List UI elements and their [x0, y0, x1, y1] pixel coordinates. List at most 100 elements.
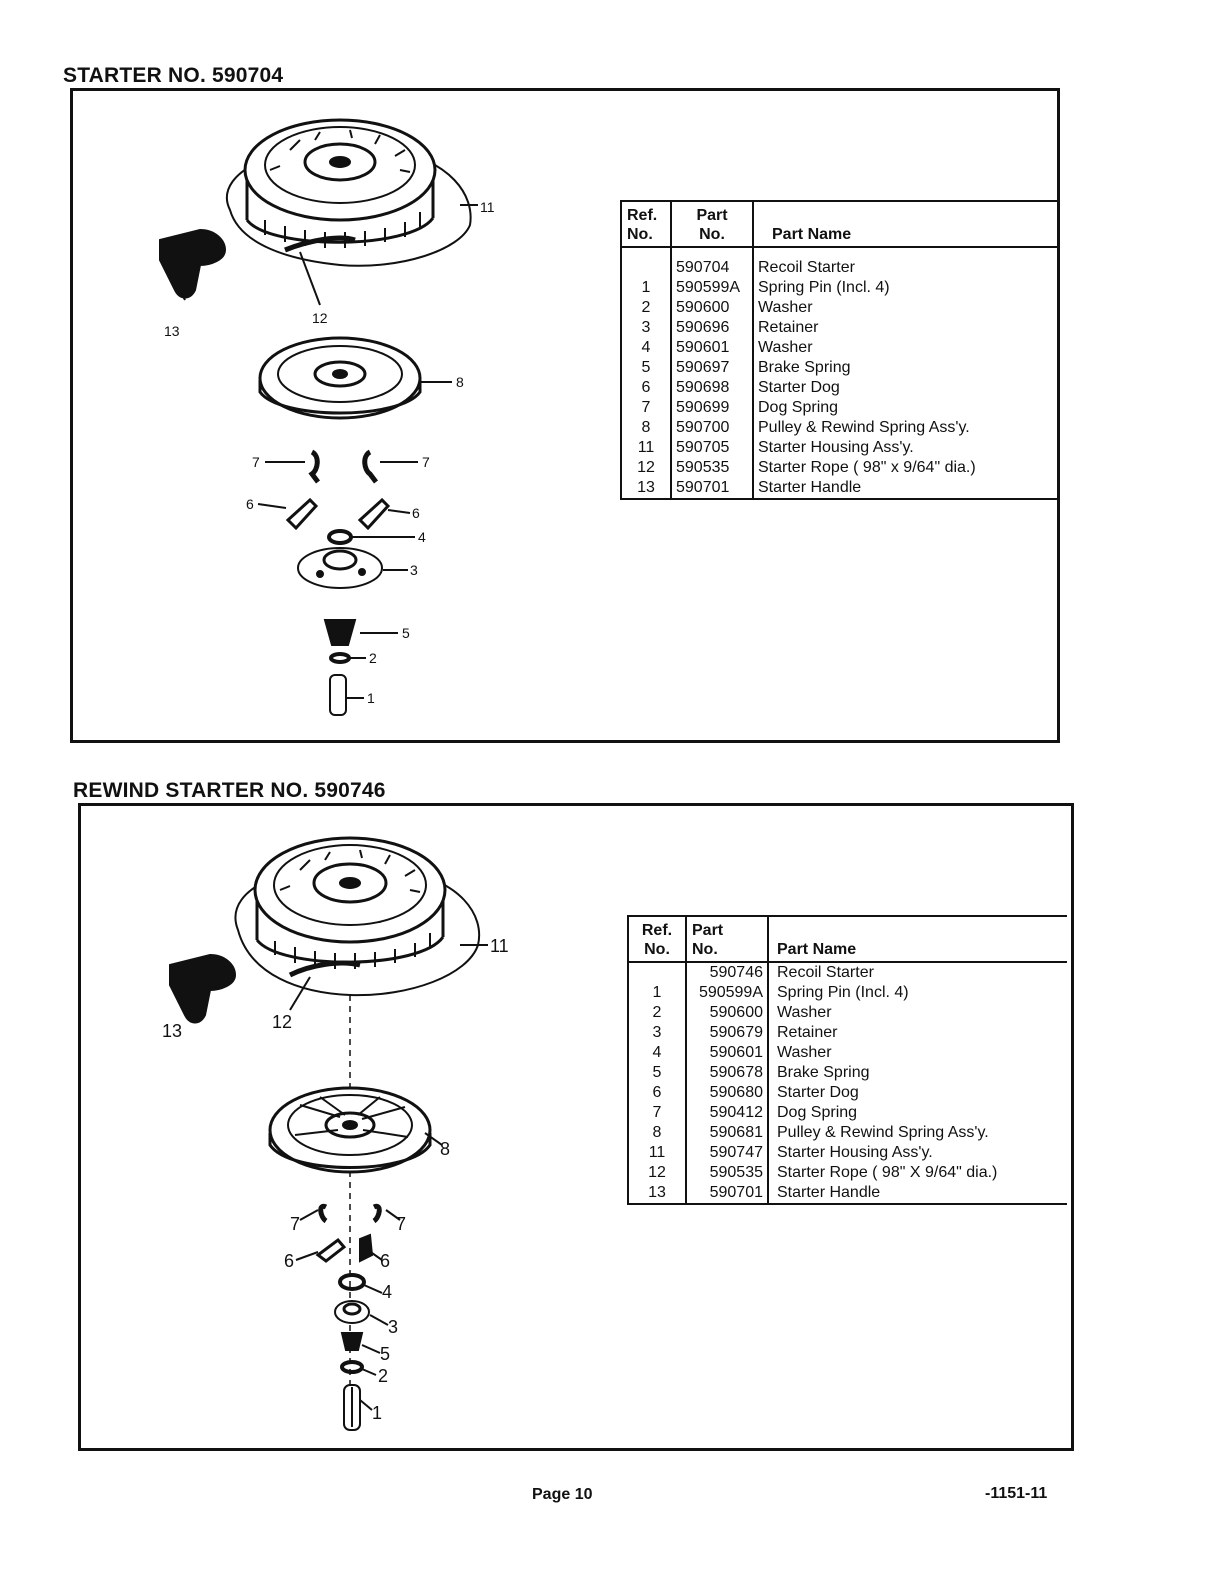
cell-part-name: Starter Housing Ass'y. — [767, 1143, 1067, 1163]
callout-12: 12 — [312, 310, 328, 326]
cell-ref: 13 — [627, 1183, 686, 1205]
starter-dog-right — [359, 1233, 374, 1263]
cell-part-name: Starter Handle — [767, 1183, 1067, 1205]
header-ref-no: Ref. No. — [627, 915, 686, 963]
cell-part-name: Washer — [752, 338, 1060, 358]
header-part-no: Part No. — [685, 915, 768, 963]
header-ref-no: Ref. No. — [620, 200, 671, 248]
cell-part-no: 590678 — [685, 1063, 768, 1083]
cell-part-no: 590412 — [685, 1103, 768, 1123]
cell-part-name: Pulley & Rewind Spring Ass'y. — [767, 1123, 1067, 1143]
cell-part-no: 590600 — [670, 298, 753, 318]
cell-ref: 4 — [620, 338, 671, 358]
cell-ref — [620, 247, 671, 278]
diagram-frame-2 — [78, 803, 1074, 1451]
callout-13: 13 — [162, 1021, 182, 1041]
brake-spring — [340, 1332, 364, 1351]
callout-7-left: 7 — [290, 1214, 300, 1234]
callout-6-left: 6 — [246, 496, 254, 512]
cell-ref: 2 — [627, 1003, 686, 1023]
header-part-name: Part Name — [752, 200, 1060, 248]
cell-part-name: Retainer — [752, 318, 1060, 338]
callout-1: 1 — [372, 1403, 382, 1423]
cell-part-name: Washer — [767, 1003, 1067, 1023]
callout-11: 11 — [480, 199, 495, 215]
cell-part-no: 590679 — [685, 1023, 768, 1043]
callout-2: 2 — [378, 1366, 388, 1386]
washer-4 — [338, 1273, 366, 1291]
cell-part-no: 590601 — [685, 1043, 768, 1063]
callout-13: 13 — [164, 323, 180, 339]
callout-2: 2 — [369, 650, 377, 666]
cell-part-no: 590600 — [685, 1003, 768, 1023]
callout-7-left: 7 — [252, 454, 260, 470]
cell-part-name: Dog Spring — [752, 398, 1060, 418]
cell-part-no: 590698 — [670, 378, 753, 398]
callout-6-left: 6 — [284, 1251, 294, 1271]
header-part-name: Part Name — [767, 915, 1067, 963]
cell-ref: 5 — [620, 358, 671, 378]
header-part-no: Part No. — [670, 200, 753, 248]
cell-part-name: Starter Handle — [752, 478, 1060, 500]
cell-part-name: Spring Pin (Incl. 4) — [752, 278, 1060, 298]
cell-ref: 4 — [627, 1043, 686, 1063]
callout-6-right: 6 — [412, 505, 420, 521]
cell-part-no: 590601 — [670, 338, 753, 358]
callout-7-right: 7 — [396, 1214, 406, 1234]
cell-ref: 5 — [627, 1063, 686, 1083]
starter-rope — [284, 235, 356, 253]
cell-ref: 3 — [627, 1023, 686, 1043]
cell-part-no: 590704 — [670, 247, 753, 278]
section-title-starter-590704: STARTER NO. 590704 — [63, 64, 284, 87]
cell-part-name: Starter Rope ( 98" x 9/64" dia.) — [752, 458, 1060, 478]
cell-ref: 12 — [627, 1163, 686, 1183]
dog-spring-left — [308, 449, 320, 484]
cell-ref: 7 — [627, 1103, 686, 1123]
callout-4: 4 — [418, 529, 426, 545]
cell-ref: 12 — [620, 458, 671, 478]
cell-part-name: Starter Dog — [752, 378, 1060, 398]
exploded-diagram-starter-590704: 11 13 12 8 7 7 6 6 4 3 5 2 1 — [159, 118, 495, 716]
cell-part-name: Dog Spring — [767, 1103, 1067, 1123]
cell-part-no: 590599A — [685, 983, 768, 1003]
cell-part-no: 590680 — [685, 1083, 768, 1103]
washer-4 — [327, 529, 353, 545]
cell-ref: 1 — [620, 278, 671, 298]
starter-handle — [159, 228, 227, 299]
cell-part-no: 590699 — [670, 398, 753, 418]
cell-ref: 8 — [627, 1123, 686, 1143]
callout-12: 12 — [272, 1012, 292, 1032]
cell-part-name: Brake Spring — [767, 1063, 1067, 1083]
cell-part-no: 590697 — [670, 358, 753, 378]
starter-housing — [243, 118, 437, 222]
cell-ref: 6 — [620, 378, 671, 398]
starter-dog-left — [285, 497, 319, 531]
cell-part-no: 590705 — [670, 438, 753, 458]
starter-dog-left — [315, 1237, 347, 1263]
starter-housing — [253, 836, 447, 944]
callout-8: 8 — [440, 1139, 450, 1159]
callout-5: 5 — [402, 625, 410, 641]
cell-ref: 7 — [620, 398, 671, 418]
cell-part-no: 590696 — [670, 318, 753, 338]
starter-handle — [169, 953, 237, 1024]
cell-part-name: Recoil Starter — [752, 247, 1060, 278]
cell-part-name: Starter Dog — [767, 1083, 1067, 1103]
washer-2 — [329, 652, 351, 664]
cell-ref: 1 — [627, 983, 686, 1003]
cell-part-no: 590701 — [685, 1183, 768, 1205]
